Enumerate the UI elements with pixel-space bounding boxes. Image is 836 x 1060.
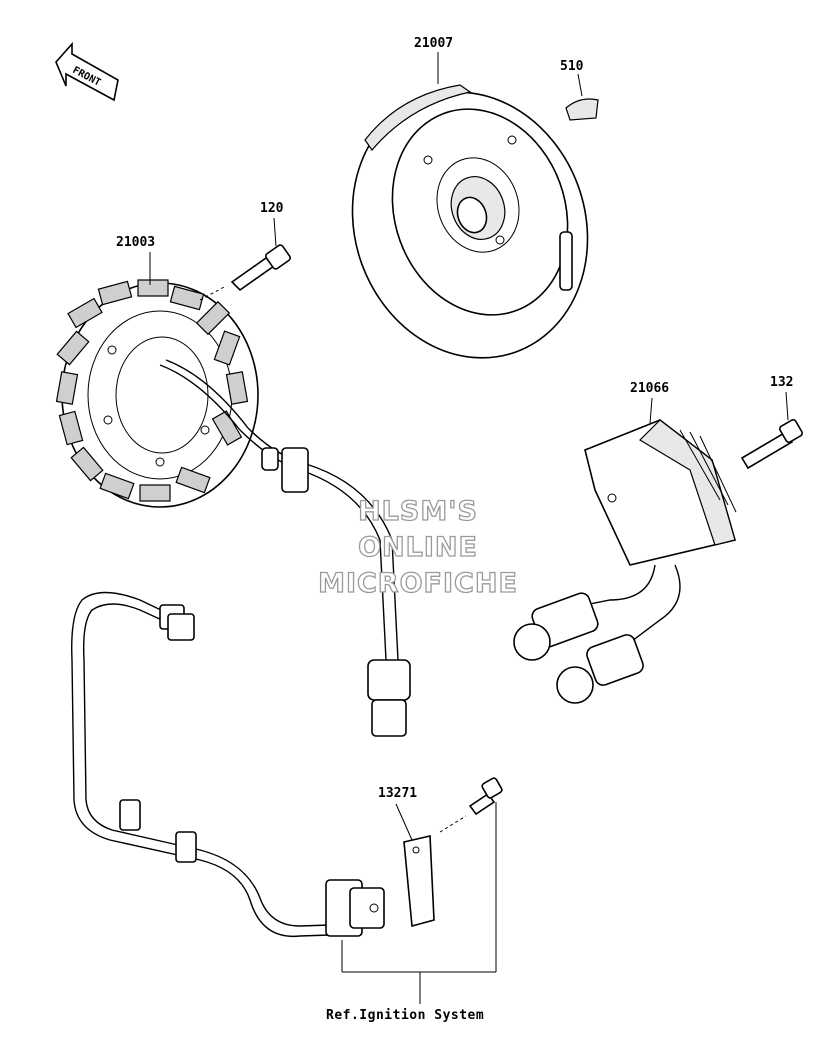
part-number-13271: 13271 (378, 786, 417, 801)
stator-bolt[interactable] (230, 244, 291, 292)
part-number-21066: 21066 (630, 381, 669, 396)
watermark-line-2: ONLINE (358, 532, 478, 563)
front-arrow-icon: FRONT (55, 41, 119, 102)
stator-assembly[interactable] (55, 279, 259, 508)
part-number-21003: 21003 (116, 235, 155, 250)
pickup-coil-harness (71, 591, 385, 938)
regulator-bolt[interactable] (740, 419, 803, 470)
part-number-120: 120 (260, 201, 284, 216)
regulator-rectifier[interactable] (513, 419, 737, 704)
reference-leader (341, 802, 497, 1004)
part-number-510: 510 (560, 59, 584, 74)
pickup-bolt[interactable] (468, 777, 503, 816)
watermark: HLSM'S ONLINE MICROFICHE (317, 495, 518, 599)
pickup-bracket[interactable] (403, 835, 435, 928)
watermark-line-3: MICROFICHE (318, 568, 518, 599)
part-number-132: 132 (770, 375, 793, 390)
watermark-line-1: HLSM'S (358, 496, 478, 527)
reference-label: Ref.Ignition System (326, 1008, 484, 1023)
stator-wire-harness (159, 359, 411, 737)
part-number-21007: 21007 (414, 36, 453, 51)
flywheel-rotor[interactable] (316, 59, 624, 391)
woodruff-key[interactable] (565, 98, 599, 121)
